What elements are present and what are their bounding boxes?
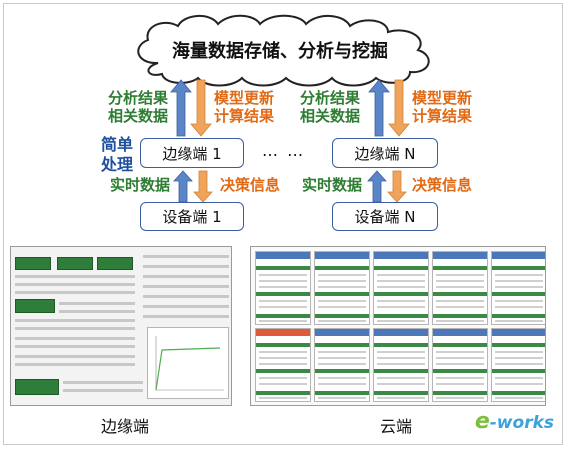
right-realtime-label: 实时数据 (302, 176, 363, 194)
green-button (15, 379, 59, 395)
mini-line-chart (155, 336, 224, 391)
dashboard-panel (314, 251, 370, 325)
cloud-caption: 云端 (380, 417, 413, 436)
dashboard-panel (314, 328, 370, 402)
down-arrow-icon (387, 170, 407, 203)
dashboard-panel (432, 251, 488, 325)
right-analysis-label: 分析结果相关数据 (300, 89, 361, 125)
lower-left-arrows (173, 170, 213, 203)
green-button (15, 257, 51, 270)
down-arrow-icon (388, 79, 410, 137)
upper-right-arrows (368, 79, 410, 137)
figure-frame (3, 3, 563, 445)
lower-right-arrows (367, 170, 407, 203)
dashboard-panel (373, 328, 429, 402)
up-arrow-icon (367, 170, 387, 203)
device-node-1: 设备端 1 (140, 202, 244, 231)
cloud-title: 海量数据存储、分析与挖掘 (172, 41, 388, 62)
up-arrow-icon (170, 79, 192, 137)
edge-node-n: 边缘端 N (332, 138, 438, 168)
dashboard-panel (373, 251, 429, 325)
left-decision-label: 决策信息 (220, 176, 281, 194)
left-analysis-label: 分析结果相关数据 (108, 89, 169, 125)
dashboard-panel (491, 328, 545, 402)
right-decision-label: 决策信息 (412, 176, 473, 194)
edge-node-1: 边缘端 1 (140, 138, 244, 168)
cloud-screenshot (250, 246, 546, 406)
right-model-label: 模型更新计算结果 (412, 89, 473, 125)
left-model-label: 模型更新计算结果 (214, 89, 275, 125)
left-realtime-label: 实时数据 (110, 176, 171, 194)
ellipsis: … … (262, 141, 306, 160)
dashboard-panel (255, 251, 311, 325)
dashboard-panel (491, 251, 545, 325)
e-works-logo: e-works (474, 409, 554, 434)
down-arrow-icon (193, 170, 213, 203)
up-arrow-icon (173, 170, 193, 203)
down-arrow-icon (190, 79, 212, 137)
device-node-n: 设备端 N (332, 202, 438, 231)
edge-caption: 边缘端 (101, 417, 150, 436)
dashboard-panel (432, 328, 488, 402)
edge-screenshot (10, 246, 232, 406)
dashboard-panel (255, 328, 311, 402)
upper-left-arrows (170, 79, 212, 137)
green-button (57, 257, 93, 270)
cloud-shape (137, 14, 430, 87)
green-button (15, 299, 55, 313)
up-arrow-icon (368, 79, 390, 137)
mini-chart-panel (147, 327, 229, 399)
simple-processing-label: 简单处理 (101, 135, 134, 174)
green-button (97, 257, 133, 270)
